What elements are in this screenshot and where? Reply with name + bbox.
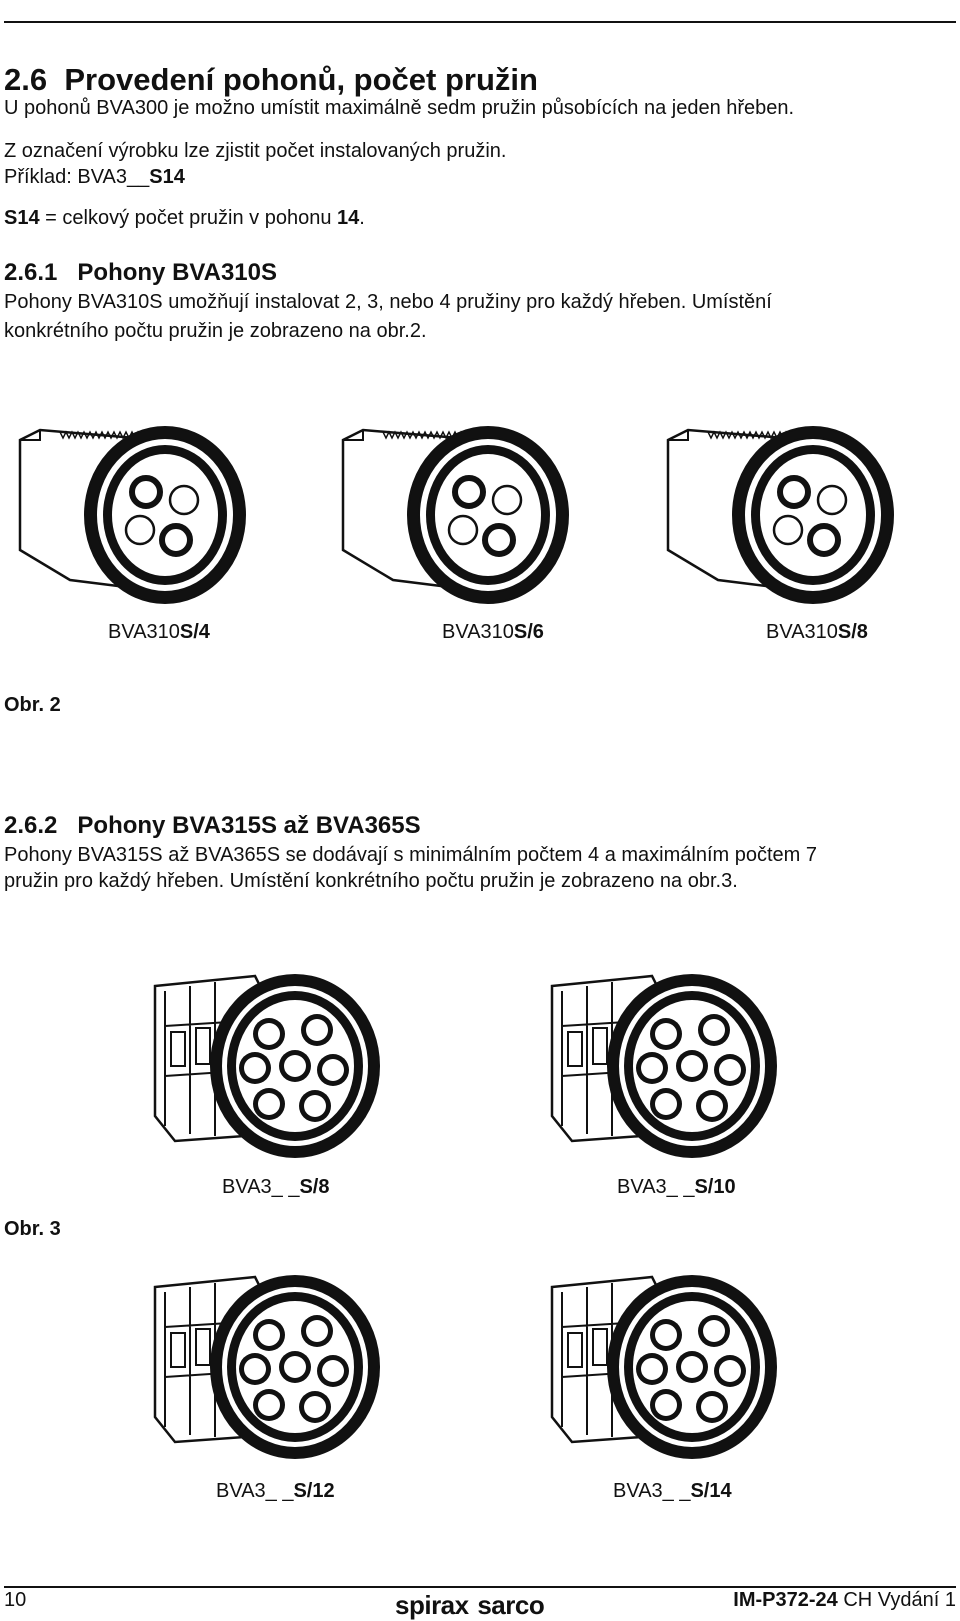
subsection-2-line-1: Pohony BVA315S až BVA365S se dodávají s … [4, 844, 817, 866]
subsection-1-title: Pohony BVA310S [77, 259, 278, 286]
definition-code: S14 [4, 207, 40, 229]
definition-count: 14 [337, 207, 360, 229]
actuator-illustration-s14-large [532, 1267, 792, 1467]
subsection-1-line-2: konkrétního počtu pružin je zobrazeno na… [4, 320, 427, 342]
top-rule [4, 21, 956, 23]
definition-text: = celkový počet pružin v pohonu [39, 207, 337, 229]
subsection-2-line-2: pružin pro každý hřeben. Umístění konkré… [4, 870, 738, 892]
subsection-1-number: 2.6.1 [4, 259, 58, 286]
caption-s10-large: BVA3_ _S/10 [617, 1176, 736, 1198]
subsection-2-heading: 2.6.2 Pohony BVA315S až BVA365S [4, 812, 421, 840]
caption-s8-large: BVA3_ _S/8 [222, 1176, 330, 1198]
figure-2-label: Obr. 2 [4, 694, 61, 716]
example-line: Příklad: BVA3__S14 [4, 162, 185, 192]
caption-s8: BVA310S/8 [766, 621, 868, 643]
actuator-illustration-s8-large [135, 966, 395, 1166]
actuator-illustration-s10-large [532, 966, 792, 1166]
section-line-1: U pohonů BVA300 je možno umístit maximál… [4, 97, 795, 119]
figure-3-label: Obr. 3 [4, 1218, 61, 1240]
caption-s12-large: BVA3_ _S/12 [216, 1480, 335, 1502]
actuator-illustration-s4 [0, 410, 260, 610]
document-code: IM-P372-24 [733, 1589, 838, 1611]
section-heading: 2.6 Provedení pohonů, počet pružin [4, 62, 538, 98]
caption-s4: BVA310S/4 [108, 621, 210, 643]
caption-s6: BVA310S/6 [442, 621, 544, 643]
company-logo: spirax sarco [395, 1590, 545, 1621]
definition-end: . [359, 207, 365, 229]
actuator-illustration-s12-large [135, 1267, 395, 1467]
logo-bottom-word: sarco [477, 1590, 545, 1620]
actuator-illustration-s8 [648, 410, 908, 610]
subsection-2-number: 2.6.2 [4, 812, 58, 839]
section-number: 2.6 [4, 62, 48, 97]
subsection-1-heading: 2.6.1 Pohony BVA310S [4, 259, 277, 287]
section-title: Provedení pohonů, počet pružin [64, 62, 538, 97]
subsection-2-title: Pohony BVA315S až BVA365S [77, 812, 421, 839]
logo-top-word: spirax [395, 1590, 469, 1620]
example-code: S14 [149, 166, 185, 188]
actuator-illustration-s6 [323, 410, 583, 610]
page-number: 10 [4, 1589, 27, 1611]
bottom-rule [4, 1586, 956, 1588]
document-edition: CH Vydání 1 [843, 1589, 956, 1611]
example-label: Příklad: BVA3__ [4, 166, 150, 188]
section-line-2: Z označení výrobku lze zjistit počet ins… [4, 140, 507, 162]
document-reference: IM-P372-24 CH Vydání 1 [733, 1589, 956, 1612]
definition-line: S14 = celkový počet pružin v pohonu 14. [4, 203, 365, 233]
caption-s14-large: BVA3_ _S/14 [613, 1480, 732, 1502]
subsection-1-line-1: Pohony BVA310S umožňují instalovat 2, 3,… [4, 291, 772, 313]
